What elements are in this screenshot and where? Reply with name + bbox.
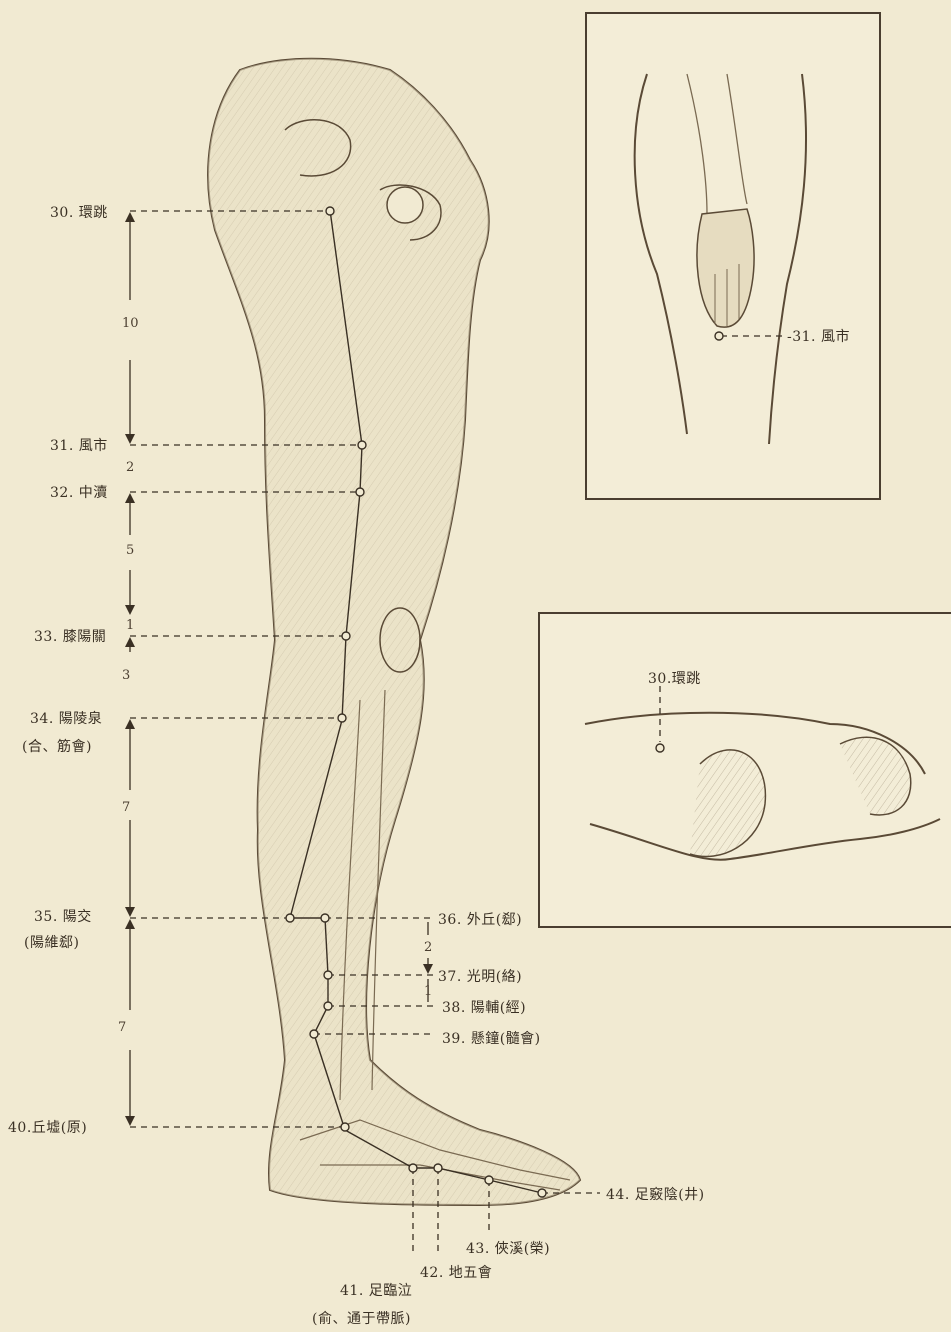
label-41-note: (俞、通于帶脈)	[312, 1308, 411, 1328]
point-43	[485, 1176, 493, 1184]
inset-point-30	[656, 744, 664, 752]
point-40	[341, 1123, 349, 1131]
point-33	[342, 632, 350, 640]
point-37	[324, 971, 332, 979]
label-35-note: (陽維郄)	[24, 932, 79, 952]
inset-thigh-panel: -31. 風市	[585, 12, 881, 500]
inset-hip-illustration	[540, 614, 951, 926]
label-38: 38. 陽輔(經)	[442, 997, 526, 1017]
measure-1b: 1	[424, 984, 432, 999]
measure-2a: 2	[126, 460, 134, 475]
label-34-note: (合、筋會)	[22, 736, 92, 756]
label-37: 37. 光明(絡)	[438, 966, 522, 986]
label-30: 30. 環跳	[50, 202, 108, 222]
label-39: 39. 懸鐘(髓會)	[442, 1028, 541, 1048]
inset-hip-panel: 30.環跳	[538, 612, 951, 928]
inset-hip-label: 30.環跳	[648, 668, 701, 688]
measure-3: 3	[122, 668, 130, 683]
label-40: 40.丘墟(原)	[8, 1117, 87, 1137]
label-36: 36. 外丘(郄)	[438, 909, 522, 929]
inset-thigh-illustration	[587, 14, 879, 498]
label-35: 35. 陽交	[34, 906, 92, 926]
point-44	[538, 1189, 546, 1197]
point-30	[326, 207, 334, 215]
point-31	[358, 441, 366, 449]
label-42: 42. 地五會	[420, 1262, 492, 1282]
point-39	[310, 1030, 318, 1038]
measure-1a: 1	[126, 618, 134, 633]
label-31: 31. 風市	[50, 435, 108, 455]
point-35	[286, 914, 294, 922]
inset-point-31	[715, 332, 723, 340]
label-33: 33. 膝陽關	[34, 626, 106, 646]
label-43: 43. 俠溪(榮)	[466, 1238, 550, 1258]
measure-5: 5	[126, 543, 134, 558]
inset-thigh-label: -31. 風市	[787, 326, 850, 346]
measure-7b: 7	[118, 1020, 126, 1035]
point-32	[356, 488, 364, 496]
measure-10: 10	[122, 316, 139, 331]
label-41: 41. 足臨泣	[340, 1280, 412, 1300]
point-34	[338, 714, 346, 722]
label-32: 32. 中瀆	[50, 482, 108, 502]
label-34: 34. 陽陵泉	[30, 708, 102, 728]
label-44: 44. 足竅陰(井)	[606, 1184, 705, 1204]
measure-2b: 2	[424, 940, 432, 955]
measure-7a: 7	[122, 800, 130, 815]
point-42	[434, 1164, 442, 1172]
point-41	[409, 1164, 417, 1172]
point-36	[321, 914, 329, 922]
point-38	[324, 1002, 332, 1010]
